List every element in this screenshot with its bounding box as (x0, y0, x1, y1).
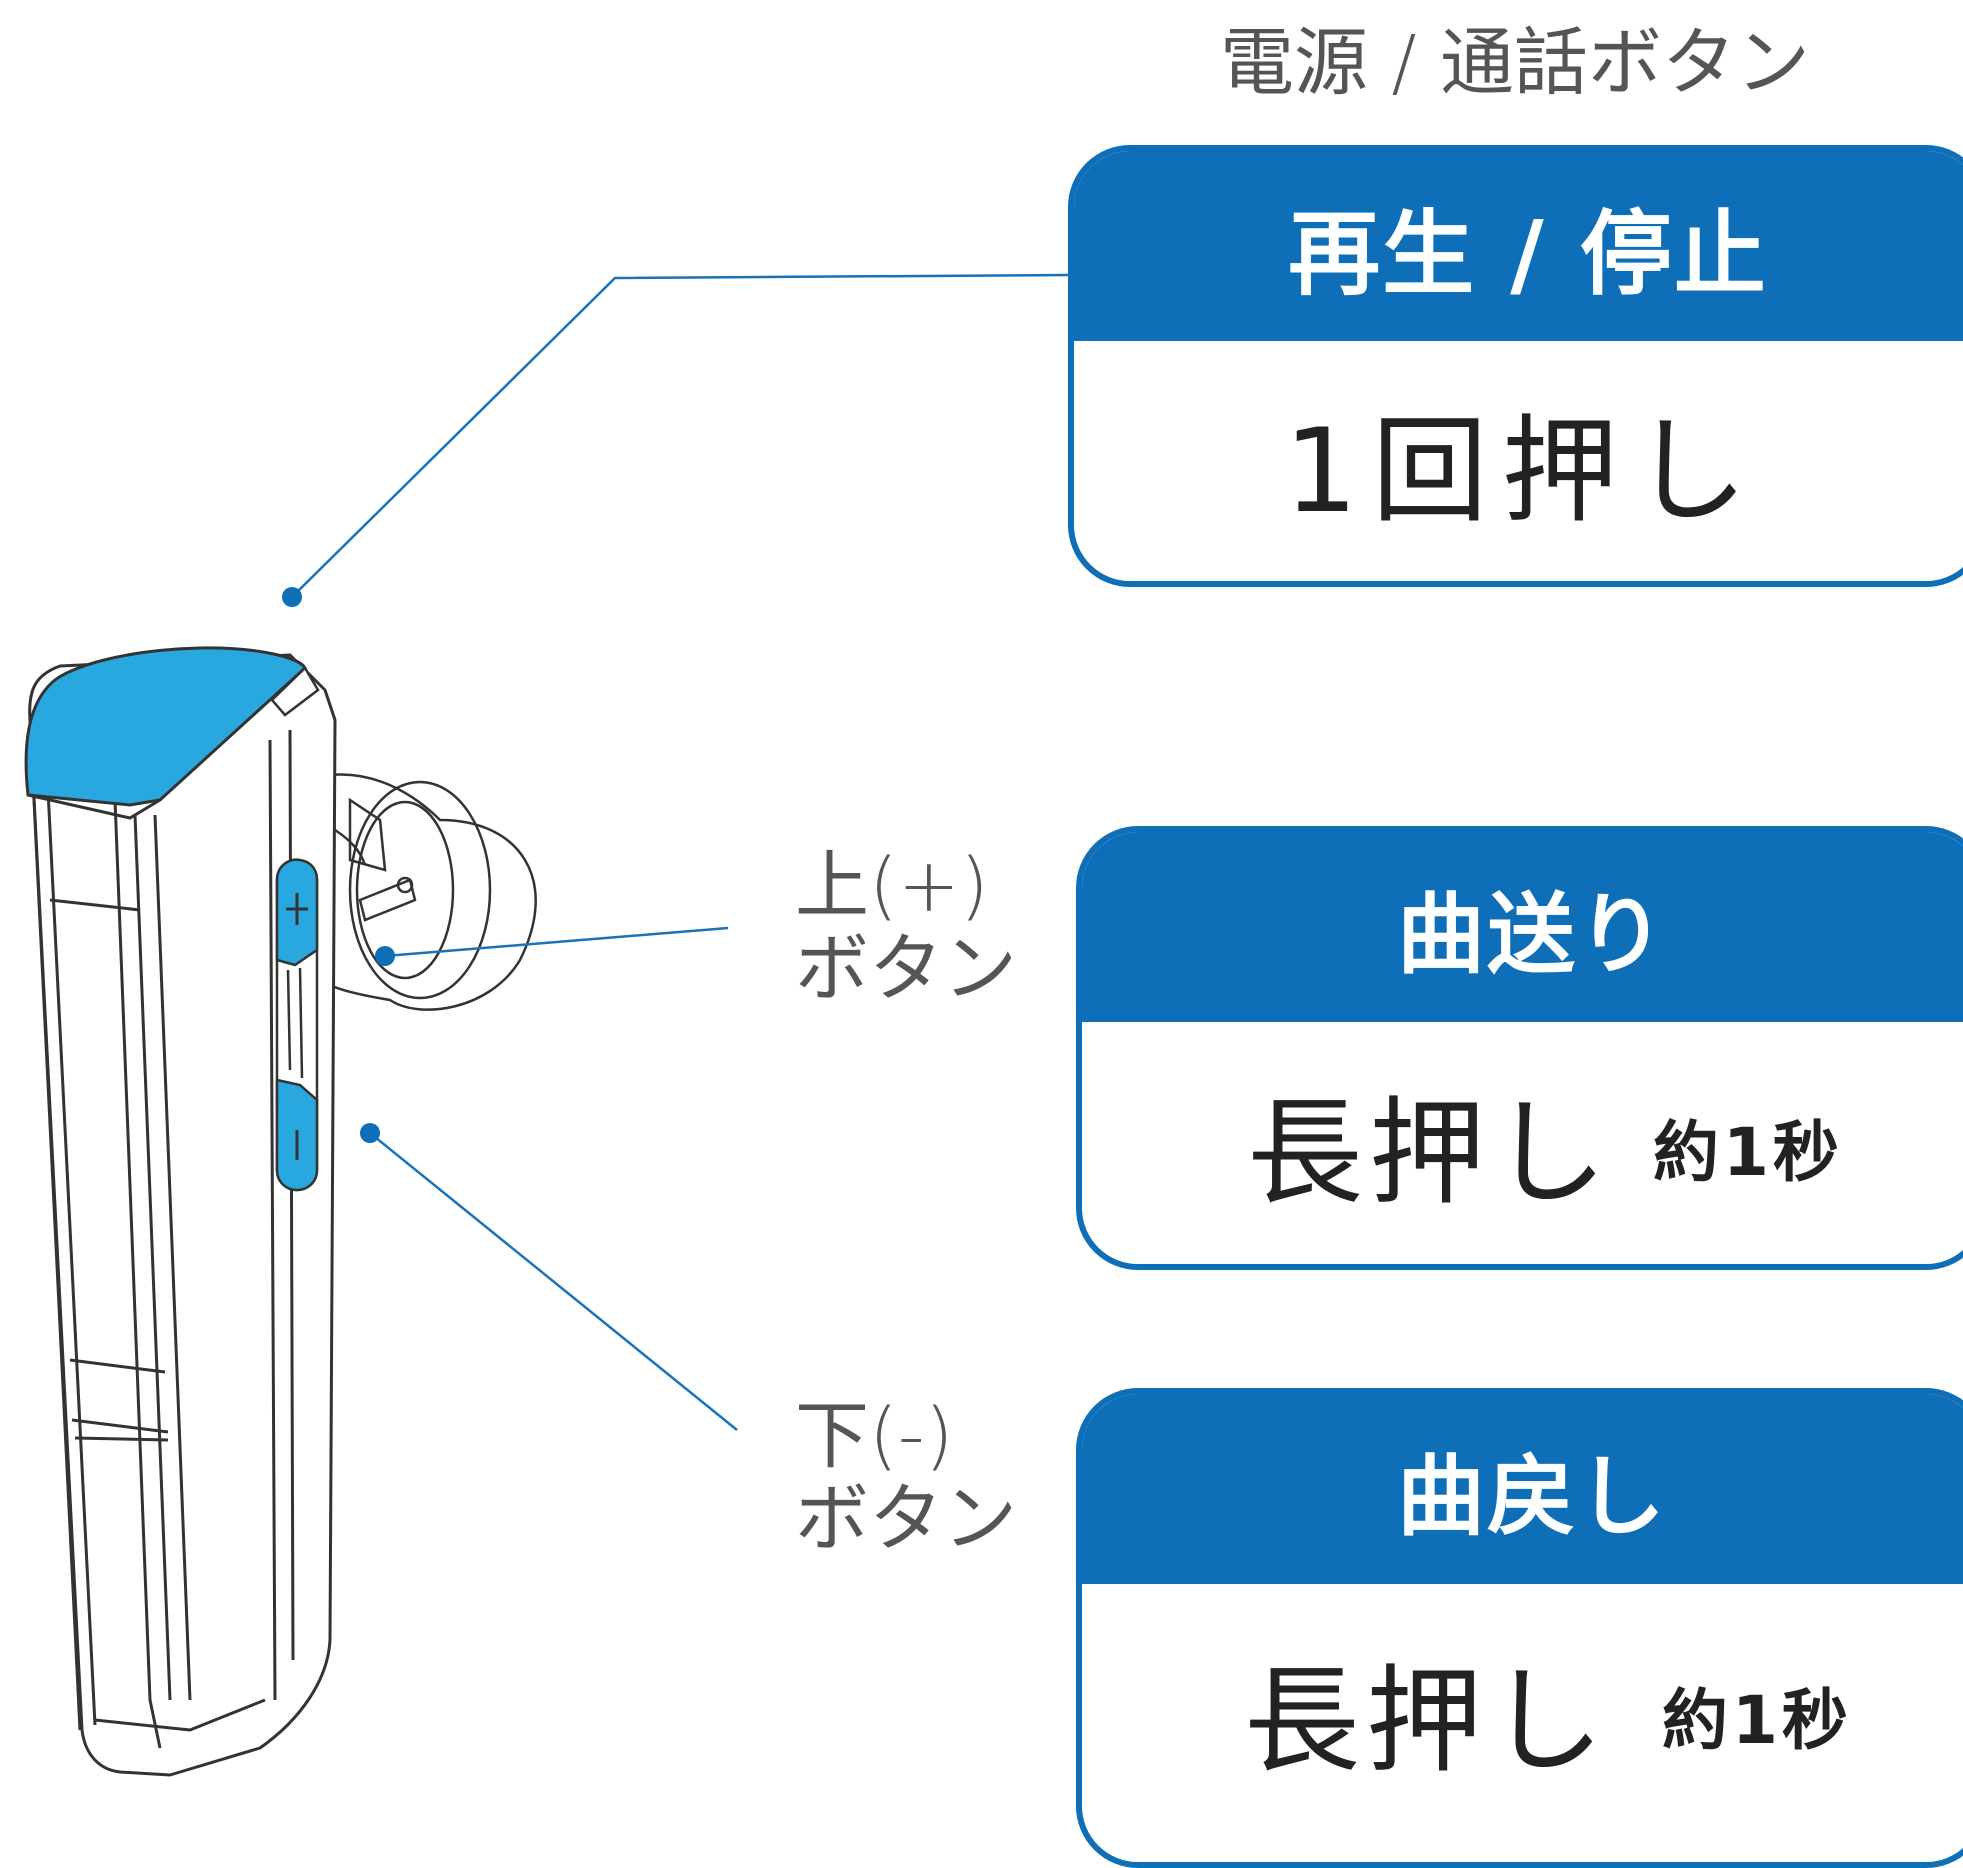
next-track-action: 長押し (1247, 1086, 1613, 1221)
headset-button-guide: 電源 / 通話ボタン 再生 / 停止 1回押し 上(+) ボタン 曲送り 長押し… (24, 20, 1963, 1868)
down-pointer-dot (360, 1123, 380, 1143)
down-button-caption-line1: 下(-) (795, 1393, 954, 1479)
play-stop-card-header: 再生 / 停止 (1074, 151, 1963, 341)
next-track-title: 曲送り (1396, 882, 1667, 986)
previous-track-duration: 約1秒 (1662, 1682, 1852, 1759)
up-button-caption-line1: 上(+) (795, 843, 989, 929)
plus-icon (286, 893, 308, 925)
down-button-caption: 下(-) ボタン (795, 1395, 1017, 1561)
power-pointer-dot (282, 587, 302, 607)
earpiece (328, 773, 537, 1011)
previous-track-title: 曲戻し (1396, 1444, 1667, 1548)
play-stop-title: 再生 / 停止 (1288, 200, 1768, 308)
down-button-caption-line2: ボタン (795, 1475, 1017, 1562)
previous-track-card: 曲戻し 長押し 約1秒 (1076, 1388, 1963, 1868)
down-leader-line (369, 1132, 738, 1431)
up-button-caption: 上(+) ボタン (795, 845, 1017, 1011)
headset-illustration (24, 273, 1071, 1777)
volume-rocker (275, 858, 319, 1192)
power-button-cap[interactable] (24, 646, 307, 807)
previous-track-action: 長押し (1244, 1654, 1610, 1789)
up-button-caption-line2: ボタン (795, 925, 1017, 1012)
next-track-card-body: 長押し 約1秒 (1082, 1022, 1963, 1264)
up-pointer-dot (375, 946, 395, 966)
next-track-card-header: 曲送り (1082, 832, 1963, 1022)
power-button-caption: 電源 / 通話ボタン (1220, 20, 1810, 106)
play-stop-action: 1回押し (1284, 404, 1762, 539)
previous-track-card-body: 長押し 約1秒 (1082, 1584, 1963, 1838)
next-track-duration: 約1秒 (1653, 1114, 1843, 1191)
next-track-card: 曲送り 長押し 約1秒 (1076, 826, 1963, 1270)
play-stop-card-body: 1回押し (1074, 341, 1963, 581)
leader-lines (291, 273, 1071, 1431)
up-leader-line (384, 926, 729, 958)
previous-track-card-header: 曲戻し (1082, 1394, 1963, 1584)
headset-body (28, 653, 337, 1777)
play-stop-card: 再生 / 停止 1回押し (1068, 145, 1963, 587)
power-leader-line (291, 273, 1071, 598)
